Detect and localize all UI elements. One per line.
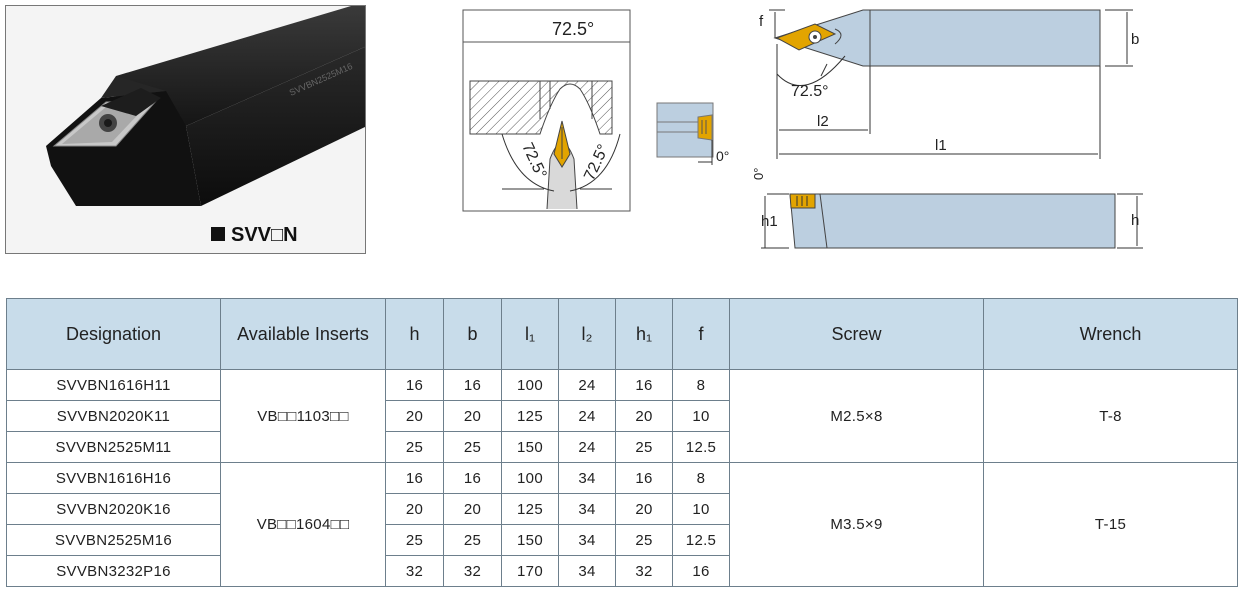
cell-h1: 20	[615, 493, 673, 525]
side-view-angle-label: 0°	[751, 168, 766, 180]
cell-l2: 34	[558, 493, 616, 525]
cell-l1: 150	[501, 524, 559, 556]
cell-l1: 125	[501, 400, 559, 432]
table-row: SVVBN2525M11 25 25 150 24 25 12.5	[6, 431, 1238, 463]
header-wrench: Wrench	[983, 298, 1238, 370]
product-photo: SVVBN2525M16 SVV□N	[5, 5, 366, 254]
dim-h-label: h	[1131, 212, 1139, 229]
table-row: SVVBN3232P16 32 32 170 34 32 16	[6, 555, 1238, 587]
cell-wrench: T-15	[983, 462, 1238, 587]
cell-designation: SVVBN1616H16	[6, 462, 221, 494]
dim-b-label: b	[1131, 31, 1139, 48]
header-designation: Designation	[6, 298, 221, 370]
cell-h: 16	[385, 462, 444, 494]
header-b: b	[443, 298, 502, 370]
dim-l1-label: l1	[935, 137, 947, 154]
top-view-diagram: f b 72.5° l2 l1	[759, 9, 1139, 159]
header-h1: h₁	[615, 298, 673, 370]
cell-l2: 24	[558, 369, 616, 401]
cell-screw: M3.5×9	[729, 462, 984, 587]
cell-available-inserts: VB□□1103□□	[220, 369, 386, 463]
cell-l1: 100	[501, 462, 559, 494]
cell-h: 20	[385, 400, 444, 432]
cell-f: 16	[672, 555, 730, 587]
cell-f: 10	[672, 493, 730, 525]
tool-holder-illustration: SVVBN2525M16	[6, 6, 365, 253]
header-available-inserts: Available Inserts	[220, 298, 386, 370]
cell-designation: SVVBN2525M16	[6, 524, 221, 556]
cell-f: 8	[672, 462, 730, 494]
cell-b: 25	[443, 431, 502, 463]
side-view-diagram: 0° h1 h	[751, 168, 1143, 249]
table-header-row: Designation Available Inserts h b l₁ l₂ …	[6, 298, 1238, 370]
table-row: SVVBN2020K16 20 20 125 34 20 10	[6, 493, 1238, 525]
table-row: SVVBN2020K11 20 20 125 24 20 10	[6, 400, 1238, 432]
cell-f: 12.5	[672, 524, 730, 556]
cell-b: 20	[443, 493, 502, 525]
cell-h1: 16	[615, 369, 673, 401]
top-view-angle-label: 72.5°	[791, 83, 829, 100]
cell-designation: SVVBN2020K16	[6, 493, 221, 525]
cell-f: 10	[672, 400, 730, 432]
cell-f: 8	[672, 369, 730, 401]
cell-designation: SVVBN1616H11	[6, 369, 221, 401]
header-l2: l₂	[558, 298, 616, 370]
cell-h1: 16	[615, 462, 673, 494]
cell-f: 12.5	[672, 431, 730, 463]
dim-h1-label: h1	[761, 213, 778, 230]
cell-h1: 20	[615, 400, 673, 432]
cell-b: 20	[443, 400, 502, 432]
cell-designation: SVVBN3232P16	[6, 555, 221, 587]
cell-h1: 25	[615, 524, 673, 556]
clamp-section-diagram: 72.5° 72.5° 72.5°	[462, 9, 631, 212]
cell-l1: 150	[501, 431, 559, 463]
cell-available-inserts: VB□□1604□□	[220, 462, 386, 587]
cell-h1: 25	[615, 431, 673, 463]
product-caption: SVV□N	[211, 224, 298, 247]
cell-h: 25	[385, 524, 444, 556]
cell-l2: 24	[558, 431, 616, 463]
header-f: f	[672, 298, 730, 370]
cell-l2: 34	[558, 524, 616, 556]
header-screw: Screw	[729, 298, 984, 370]
clamp-angle-label: 72.5°	[552, 19, 594, 39]
cell-b: 16	[443, 369, 502, 401]
caption-text: SVV□N	[231, 224, 298, 246]
cell-h1: 32	[615, 555, 673, 587]
cell-designation: SVVBN2525M11	[6, 431, 221, 463]
cell-b: 25	[443, 524, 502, 556]
cell-wrench: T-8	[983, 369, 1238, 463]
bullet-square-icon	[211, 227, 225, 241]
table-row: SVVBN2525M16 25 25 150 34 25 12.5	[6, 524, 1238, 556]
header-l1: l₁	[501, 298, 559, 370]
cell-b: 32	[443, 555, 502, 587]
cell-b: 16	[443, 462, 502, 494]
spec-table: Designation Available Inserts h b l₁ l₂ …	[6, 298, 1238, 587]
cell-h: 25	[385, 431, 444, 463]
cell-l2: 34	[558, 555, 616, 587]
front-view-diagram: 0°	[656, 102, 729, 165]
cell-l1: 100	[501, 369, 559, 401]
cell-h: 16	[385, 369, 444, 401]
cell-designation: SVVBN2020K11	[6, 400, 221, 432]
cell-screw: M2.5×8	[729, 369, 984, 463]
dim-l2-label: l2	[817, 113, 829, 130]
front-view-angle-label: 0°	[716, 148, 729, 164]
table-row: SVVBN1616H11 VB□□1103□□ 16 16 100 24 16 …	[6, 369, 1238, 463]
cell-l1: 125	[501, 493, 559, 525]
table-row: SVVBN1616H16 VB□□1604□□ 16 16 100 34 16 …	[6, 462, 1238, 587]
header-h: h	[385, 298, 444, 370]
dim-f-label: f	[759, 13, 764, 30]
cell-h: 32	[385, 555, 444, 587]
cell-l1: 170	[501, 555, 559, 587]
cell-h: 20	[385, 493, 444, 525]
cell-l2: 24	[558, 400, 616, 432]
cell-l2: 34	[558, 462, 616, 494]
